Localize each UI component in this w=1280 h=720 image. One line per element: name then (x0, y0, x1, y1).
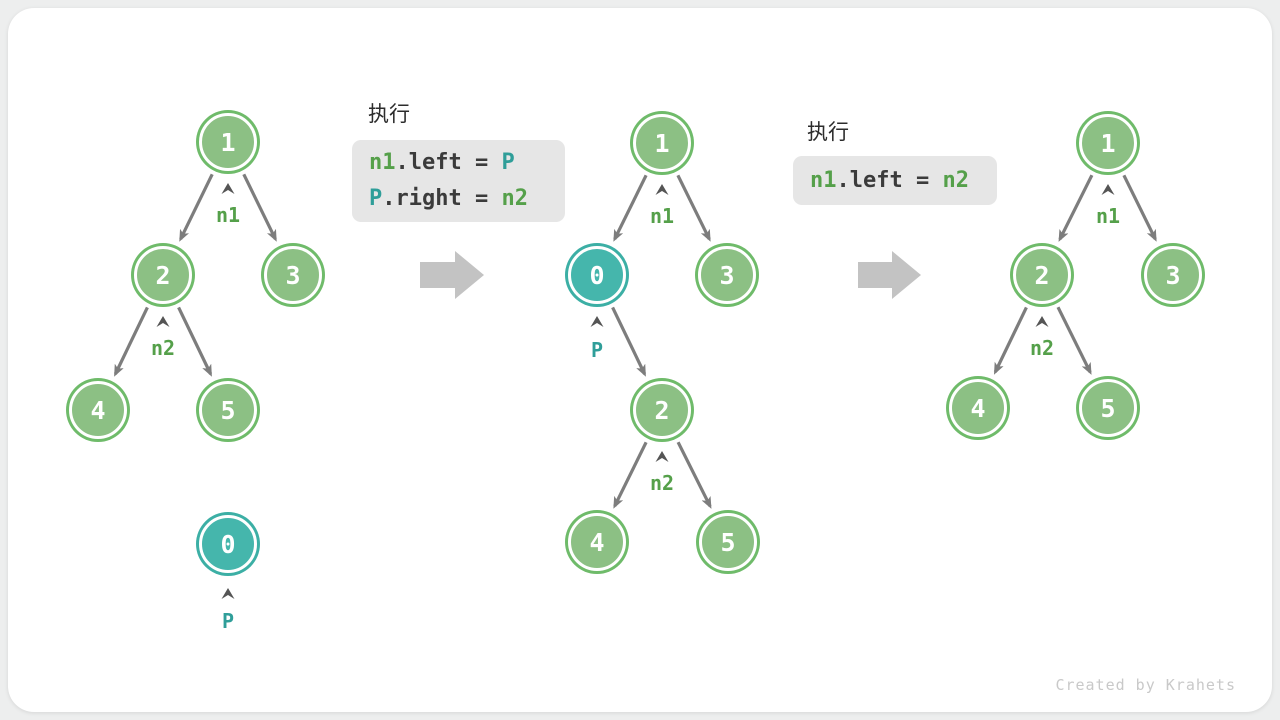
code1-caption: 执行 (368, 102, 410, 126)
tree1-node-1-value: 1 (220, 127, 236, 157)
tree2-label-n1: n1 (649, 204, 675, 228)
tree3-label-n2: n2 (1029, 336, 1055, 360)
tree3-node-4-value: 4 (970, 393, 986, 423)
tree3-node-3-value: 3 (1165, 260, 1181, 290)
tree2-node-4-value: 4 (589, 527, 605, 557)
code2-line1-mid: .left = (836, 167, 943, 193)
watermark: Created by Krahets (1055, 676, 1236, 694)
tree2-node-4: 4 (568, 513, 626, 571)
tree1-node-4: 4 (69, 381, 127, 439)
tree1-node-0-value: 0 (220, 529, 236, 559)
tree3-node-2-value: 2 (1034, 260, 1050, 290)
code1-line1-ref-p: P (501, 150, 515, 175)
tree2-node-0: 0 (568, 246, 626, 304)
tree3-node-5-value: 5 (1100, 393, 1116, 423)
tree1-label-n1: n1 (215, 203, 241, 227)
code1-line2-mid: .right = (382, 186, 502, 211)
code1-line2: P.right = n2 (369, 181, 565, 217)
code1-line2-ref-p: P (369, 186, 383, 211)
tree2-label-p: P (590, 338, 604, 362)
code2-line1: n1.left = n2 (810, 163, 997, 199)
tree1-node-1: 1 (199, 113, 257, 171)
code1-box: n1.left = P P.right = n2 (352, 140, 565, 222)
code1-line2-ref-n2: n2 (501, 186, 528, 211)
tree2-node-1: 1 (633, 114, 691, 172)
tree1-node-2: 2 (134, 246, 192, 304)
code1-line1-mid: .left = (395, 150, 502, 175)
tree2-node-2: 2 (633, 381, 691, 439)
tree1-node-0: 0 (199, 515, 257, 573)
tree2-label-n2: n2 (649, 471, 675, 495)
tree1-node-2-value: 2 (155, 260, 171, 290)
tree2-node-3: 3 (698, 246, 756, 304)
code2-box: n1.left = n2 (793, 156, 997, 205)
tree2-node-5: 5 (699, 513, 757, 571)
tree3-node-5: 5 (1079, 379, 1137, 437)
tree1-node-5: 5 (199, 381, 257, 439)
tree3-node-1: 1 (1079, 114, 1137, 172)
tree1-label-n2: n2 (150, 336, 176, 360)
figure-card (8, 8, 1272, 712)
tree2-node-2-value: 2 (654, 395, 670, 425)
tree1-node-5-value: 5 (220, 395, 236, 425)
tree3-label-n1: n1 (1095, 204, 1121, 228)
tree1-node-3: 3 (264, 246, 322, 304)
tree2-node-0-value: 0 (589, 260, 605, 290)
code2-line1-ref-n1: n1 (810, 167, 837, 193)
tree2-node-3-value: 3 (719, 260, 735, 290)
tree3-node-1-value: 1 (1100, 128, 1116, 158)
tree3-node-4: 4 (949, 379, 1007, 437)
tree1-node-4-value: 4 (90, 395, 106, 425)
code2-line1-ref-n2: n2 (942, 167, 969, 193)
tree1-node-3-value: 3 (285, 260, 301, 290)
tree3-node-2: 2 (1013, 246, 1071, 304)
tree3-node-3: 3 (1144, 246, 1202, 304)
tree2-node-5-value: 5 (720, 527, 736, 557)
tree2-node-1-value: 1 (654, 128, 670, 158)
code1-line1-ref-n1: n1 (369, 150, 396, 175)
code1-line1: n1.left = P (369, 145, 565, 181)
code2-caption: 执行 (807, 120, 849, 144)
tree1-label-p: P (221, 609, 235, 633)
